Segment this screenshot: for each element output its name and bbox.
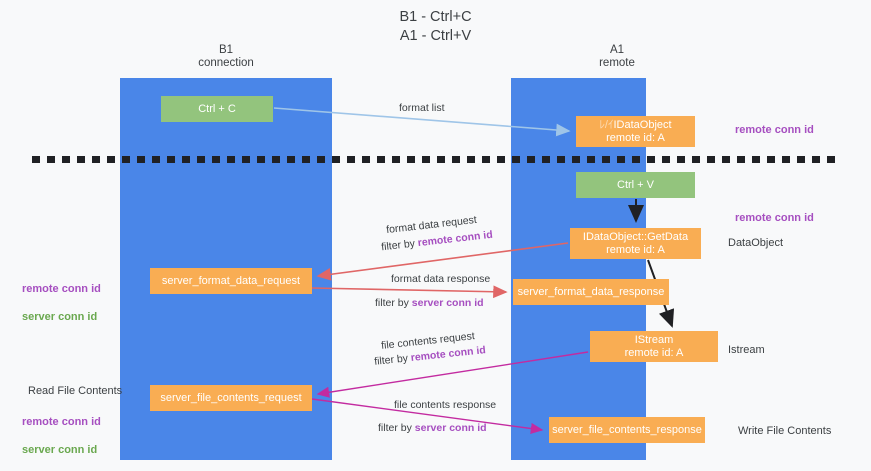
filter-prefix: filter by xyxy=(375,297,412,309)
annotation-right-write-file-contents: Write File Contents xyxy=(738,425,832,437)
box-server-file-contents-request[interactable]: server_file_contents_request xyxy=(150,385,312,411)
box-ctrl-v-label: Ctrl + V xyxy=(617,178,654,191)
box-server-format-data-request[interactable]: server_format_data_request xyxy=(150,268,312,294)
box-ctrl-v[interactable]: Ctrl + V xyxy=(576,172,695,198)
edge-label-file-contents-response-filter: filter by server conn id xyxy=(378,422,487,435)
annotation-left-server-conn-id-2: server conn id xyxy=(22,444,98,456)
box-istream[interactable]: IStream remote id: A xyxy=(590,331,718,362)
glyph-artifact: ﾚ/ｲ xyxy=(599,118,614,131)
annotation-left-read-file-contents: Read File Contents xyxy=(28,385,123,397)
swimlane-header-a1: A1 remote xyxy=(599,44,635,69)
annotation-left-server-conn-id: server conn id xyxy=(22,311,98,323)
annotation-left-remote-conn-id: remote conn id xyxy=(22,283,101,295)
server-conn-id-token: server conn id xyxy=(411,297,484,309)
annotation-right-dataobject: DataObject xyxy=(728,237,784,249)
box-idataobject-title: ﾚ/ｲIDataObject xyxy=(599,119,671,132)
box-idataobject-remote-id: remote id: A xyxy=(606,131,665,144)
box-idataobject-getdata[interactable]: IDataObject::GetData remote id: A xyxy=(570,228,701,259)
server-conn-id-token: server conn id xyxy=(414,422,487,434)
edge-label-format-data-response: format data response xyxy=(391,273,491,285)
box-server-format-data-response[interactable]: server_format_data_response xyxy=(513,279,669,305)
diagram-title: B1 - Ctrl+C A1 - Ctrl+V xyxy=(399,9,472,44)
filter-prefix: filter by xyxy=(380,237,419,254)
box-idataobject-name: IDataObject xyxy=(613,118,672,131)
filter-prefix: filter by xyxy=(373,352,412,368)
annotation-left-conn-ids-2: remote conn id server conn id xyxy=(22,401,101,471)
annotation-right-istream: Istream xyxy=(728,344,765,356)
box-ctrl-c[interactable]: Ctrl + C xyxy=(161,96,273,122)
edge-label-file-contents-response: file contents response xyxy=(394,399,497,411)
swimlane-header-b1: B1 connection xyxy=(198,44,254,69)
edge-label-format-data-response-filter: filter by server conn id xyxy=(375,297,484,310)
annotation-right-remote-conn-id-mid: remote conn id xyxy=(735,212,814,224)
connector-format-data-response xyxy=(311,285,508,299)
box-idataobject[interactable]: ﾚ/ｲIDataObject remote id: A xyxy=(576,116,695,147)
edge-label-format-list: format list xyxy=(399,102,445,114)
box-ctrl-c-label: Ctrl + C xyxy=(198,102,236,115)
annotation-left-conn-ids: remote conn id server conn id xyxy=(22,268,101,338)
annotation-left-remote-conn-id-2: remote conn id xyxy=(22,416,101,428)
box-server-file-contents-response[interactable]: server_file_contents_response xyxy=(549,417,705,443)
filter-prefix: filter by xyxy=(378,422,415,434)
annotation-right-remote-conn-id-top: remote conn id xyxy=(735,124,814,136)
phase-divider xyxy=(32,156,840,163)
